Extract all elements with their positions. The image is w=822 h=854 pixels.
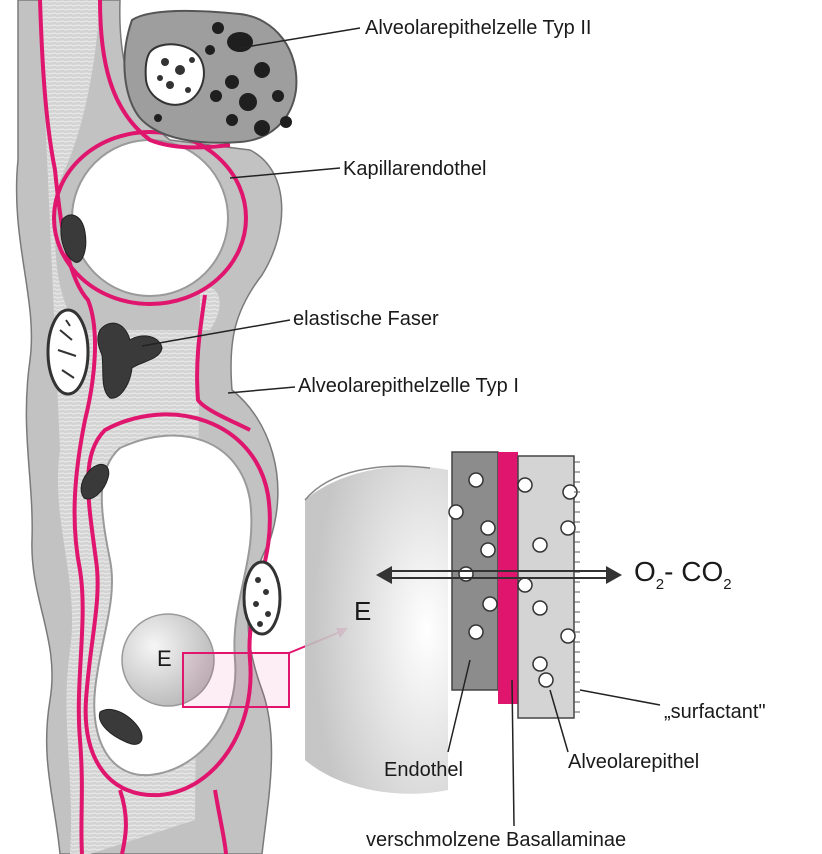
type2-nucleus (146, 44, 204, 104)
zoom-box (183, 653, 289, 707)
label-elastic-fiber: elastische Faser (293, 309, 439, 329)
arrow-head-right (606, 566, 622, 584)
label-capillary-endothel: Kapillarendothel (343, 159, 486, 179)
label-erythrocyte-small: E (157, 648, 172, 670)
label-basallaminae: verschmolzene Basallaminae (366, 830, 626, 850)
erythrocyte-magnified (305, 466, 448, 794)
label-endothel: Endothel (384, 760, 463, 780)
label-gas-exchange: O2- CO2 (634, 558, 732, 586)
label-alveolarepithel: Alveolarepithel (568, 752, 699, 772)
label-surfactant: „surfactant" (664, 702, 766, 722)
label-type1-cell: Alveolarepithelzelle Typ I (298, 376, 519, 396)
label-erythrocyte-big: E (354, 598, 371, 624)
alveolar-wall (17, 0, 348, 854)
label-type2-cell: Alveolarepithelzelle Typ II (365, 18, 591, 38)
upper-capillary-lumen (72, 140, 228, 296)
